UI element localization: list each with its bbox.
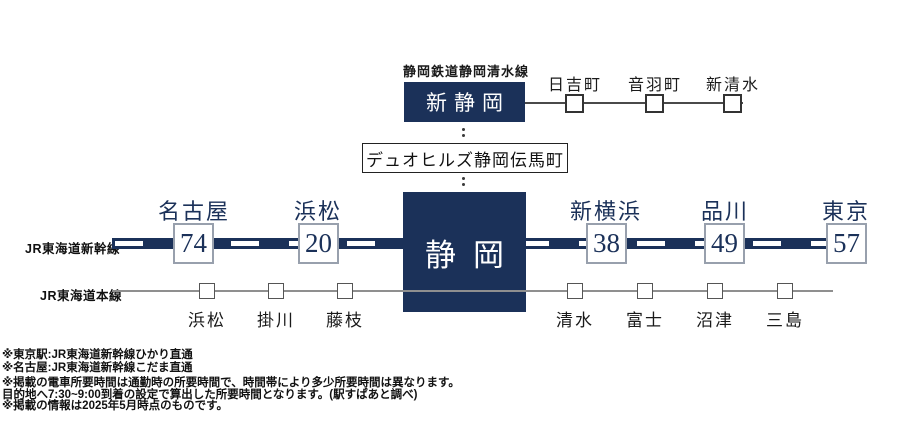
footnotes-travel-time: ※掲載の電車所要時間は通勤時の所要時間で、時間帯により多少所要時間は異なります。… [2, 377, 460, 413]
station-label-fujieda: 藤枝 [326, 311, 364, 330]
station-label-otowacho: 音羽町 [627, 77, 683, 94]
footnotes-direct-service: ※東京駅:JR東海道新幹線ひかり直通 ※名古屋:JR東海道新幹線こだま直通 [2, 349, 193, 375]
station-label-shinagawa: 品川 [700, 199, 750, 224]
station-label-numazu: 沼津 [696, 311, 734, 330]
station-label-hiyoshicho: 日吉町 [547, 77, 603, 94]
travel-time-box-shinagawa: 49 [704, 223, 745, 264]
station-label-tokyo: 東京 [821, 199, 871, 224]
station-marker-numazu [707, 283, 723, 299]
station-label-hamamatsu-shinkansen: 浜松 [293, 199, 343, 224]
property-name-box: デュオヒルズ静岡伝馬町 [362, 143, 568, 173]
shizutetsu-line-label: 静岡鉄道静岡清水線 [403, 64, 530, 79]
property-name: デュオヒルズ静岡伝馬町 [366, 150, 564, 170]
station-marker-fuji [637, 283, 653, 299]
travel-time-box-shin-yokohama: 38 [586, 223, 627, 264]
connector-dot [462, 177, 465, 180]
travel-time-shin-yokohama: 38 [593, 228, 620, 258]
station-marker-mishima [777, 283, 793, 299]
local-rail-line [112, 290, 833, 292]
connector-dot [462, 128, 465, 131]
station-label-shin-yokohama: 新横浜 [569, 199, 643, 224]
travel-time-box-hamamatsu: 20 [298, 223, 339, 264]
shizutetsu-rail-line [525, 102, 743, 104]
shinkansen-line-label: JR東海道新幹線 [25, 242, 120, 256]
station-name-shin-shizuoka: 新静岡 [426, 91, 510, 115]
connector-dot [462, 183, 465, 186]
station-label-mishima: 三島 [766, 311, 804, 330]
station-marker-otowacho [645, 94, 664, 113]
travel-time-tokyo: 57 [833, 228, 860, 258]
station-marker-kakegawa [268, 283, 284, 299]
footnote-line: ※掲載の情報は2025年5月時点のものです。 [2, 400, 229, 412]
station-box-shizuoka-hub: 静岡 [403, 192, 526, 312]
station-marker-hamamatsu-local [199, 283, 215, 299]
travel-time-box-nagoya: 74 [173, 223, 214, 264]
connector-dot [462, 134, 465, 137]
station-marker-fujieda [337, 283, 353, 299]
station-label-nagoya: 名古屋 [157, 199, 231, 224]
footnote-line: ※名古屋:JR東海道新幹線こだま直通 [2, 362, 193, 374]
local-line-label: JR東海道本線 [40, 289, 122, 303]
station-marker-shin-shimizu [723, 94, 742, 113]
footnote-line: ※東京駅:JR東海道新幹線ひかり直通 [2, 349, 193, 361]
station-label-kakegawa: 掛川 [257, 311, 295, 330]
travel-time-hamamatsu: 20 [305, 228, 332, 258]
travel-time-shinagawa: 49 [711, 228, 738, 258]
station-box-shin-shizuoka: 新静岡 [404, 82, 525, 122]
station-marker-hiyoshicho [565, 94, 584, 113]
station-name-shizuoka: 静岡 [425, 237, 521, 273]
footnote-line: ※掲載の電車所要時間は通勤時の所要時間で、時間帯により多少所要時間は異なります。 [2, 377, 460, 389]
station-label-hamamatsu-local: 浜松 [188, 311, 226, 330]
travel-time-nagoya: 74 [180, 228, 207, 258]
footnote-line: 目的地へ7:30~9:00到着の設定で算出した所要時間となります。(駅すぱあと調… [2, 388, 418, 401]
station-label-shimizu: 清水 [556, 311, 594, 330]
travel-time-box-tokyo: 57 [826, 223, 867, 264]
station-label-fuji: 富士 [626, 311, 664, 330]
station-marker-shimizu [567, 283, 583, 299]
station-label-shin-shimizu: 新清水 [705, 77, 761, 94]
